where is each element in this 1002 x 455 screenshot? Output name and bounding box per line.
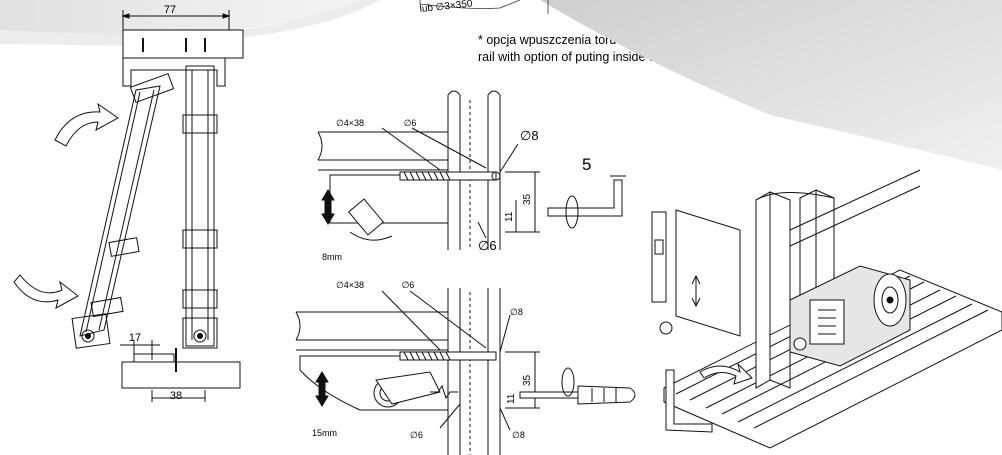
background-swoosh [0,0,380,46]
dim-17: 17 [129,332,141,344]
top-fragment: lub ∅3×350 [419,0,549,15]
label-screw-bottom: ∅4×38 [336,280,364,290]
dim-11-bottom: 11 [506,393,517,404]
label-hole6-bottom: ∅6 [410,430,423,440]
isometric-rail-detail [651,169,1002,449]
left-door-detail [13,10,244,402]
label-hole8-bottom-top: ∅8 [510,307,523,317]
label-hole8-top: ∅8 [520,128,539,143]
adjust-detail-top [317,90,626,250]
dim-77: 77 [164,4,176,16]
dim-35-bottom: 35 [522,374,533,386]
label-hex-size: 5 [582,155,591,174]
label-travel-8mm: 8mm [322,252,342,262]
dim-38: 38 [170,390,182,402]
label-hole8-bottom: ∅8 [512,430,525,440]
background-grey-panel [540,0,1002,170]
dim-35-top: 35 [522,193,533,205]
label-hole6-mid: ∅6 [478,238,497,253]
label-screw-top: ∅4×38 [336,118,364,128]
label-hole6-top: ∅6 [404,118,417,128]
label-hole6-bottom-top: ∅6 [402,280,415,290]
dim-11-top: 11 [504,211,515,222]
top-fragment-label: lub ∅3×350 [419,0,473,15]
label-travel-15mm: 15mm [312,428,337,438]
adjust-detail-bottom [295,288,636,455]
